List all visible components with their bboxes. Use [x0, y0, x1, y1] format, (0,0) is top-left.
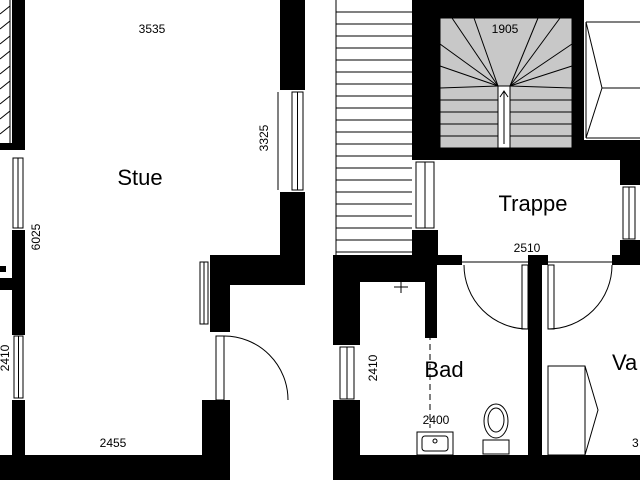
wall-divider-left — [412, 255, 462, 265]
room-label-va: Va — [612, 350, 638, 375]
dimension-stue-bottom: 2455 — [100, 436, 127, 450]
stair-treads — [439, 17, 573, 137]
stair-tread-line — [0, 110, 11, 120]
stair-tread-line — [0, 95, 11, 105]
wall-bad-left-lower — [333, 400, 360, 455]
right-wing: 1905 Trappe 2510 2410 Bad 2400 Va 3 — [333, 0, 640, 480]
winder-tread-line — [473, 17, 499, 87]
wall-corner-vertical — [210, 255, 230, 332]
dimension-stue-top: 3535 — [139, 22, 166, 36]
wall-stair-trappe-divider — [412, 148, 640, 160]
stair-direction-arrow-icon — [499, 90, 509, 98]
wall-bad-left-upper — [333, 282, 360, 345]
adjacent-stair-left — [0, 0, 11, 143]
door-swing-arc-stue — [223, 335, 289, 401]
door-leaf-stue — [215, 335, 225, 401]
winder-tread-line — [509, 17, 539, 87]
room-label-trappe: Trappe — [499, 191, 568, 216]
dimension-bad-left: 2410 — [366, 354, 380, 381]
wall-left-cross — [0, 278, 25, 290]
stair-tread-line — [0, 35, 11, 45]
winder-tread-line — [439, 65, 499, 87]
stair-tread-line — [0, 5, 11, 15]
wall-bad-stub — [425, 255, 437, 338]
winder-tread-line — [509, 85, 573, 89]
winder-tread-line — [509, 43, 573, 87]
door-swing-arc-bad — [463, 264, 529, 330]
wall-divider-right — [612, 255, 640, 265]
stair-tread-line — [0, 80, 11, 90]
wall-bad-va — [528, 255, 542, 455]
dimension-left-edge: 2410 — [0, 344, 12, 371]
winder-tread-line — [509, 17, 561, 87]
door-swing-arc-va — [547, 264, 613, 330]
wall-stub — [0, 143, 25, 150]
sink-basin — [421, 435, 449, 452]
door-leaf-va — [547, 264, 555, 330]
wardrobe-fixture — [585, 21, 640, 139]
wall-right-upper — [280, 0, 305, 90]
dimension-stue-window: 3325 — [257, 124, 271, 151]
wall-left-upper — [12, 0, 25, 150]
room-label-bad: Bad — [424, 357, 463, 382]
deck-hatch — [336, 11, 412, 253]
wall-bottom-right — [333, 455, 640, 480]
stair-tread-line — [0, 20, 11, 30]
wall-left-lower — [12, 400, 25, 455]
winder-tread-line — [509, 65, 573, 87]
wall-left-stair — [412, 0, 440, 160]
winder-tread-line — [439, 85, 499, 89]
dimension-right-edge: 3 — [632, 436, 639, 450]
left-wing: 3535 Stue 3325 6025 2410 2455 — [0, 0, 305, 480]
stair-tread-line — [0, 50, 11, 60]
toilet-tank — [482, 439, 510, 455]
winder-tread-line — [451, 17, 499, 87]
dimension-stair: 1905 — [492, 22, 519, 36]
winder-tread-line — [439, 43, 499, 87]
wall-top-stair — [412, 0, 584, 18]
wardrobe-line — [585, 21, 603, 89]
dimension-bad-bottom: 2400 — [423, 413, 450, 427]
door-leaf-bad — [521, 264, 529, 330]
wall-stub-small — [0, 266, 6, 272]
stair-tread-line — [0, 65, 11, 75]
dimension-trappe-bottom: 2510 — [514, 241, 541, 255]
sink-drain — [432, 438, 438, 444]
wardrobe-line — [585, 87, 603, 139]
wall-bottom-left — [0, 455, 230, 480]
wall-right-edge-upper — [620, 140, 640, 185]
stair-tread-line — [0, 125, 11, 135]
toilet-seat — [487, 407, 505, 433]
room-label-stue: Stue — [117, 165, 162, 190]
wall-right-stair — [572, 0, 584, 160]
dimension-stue-left: 6025 — [29, 223, 43, 250]
